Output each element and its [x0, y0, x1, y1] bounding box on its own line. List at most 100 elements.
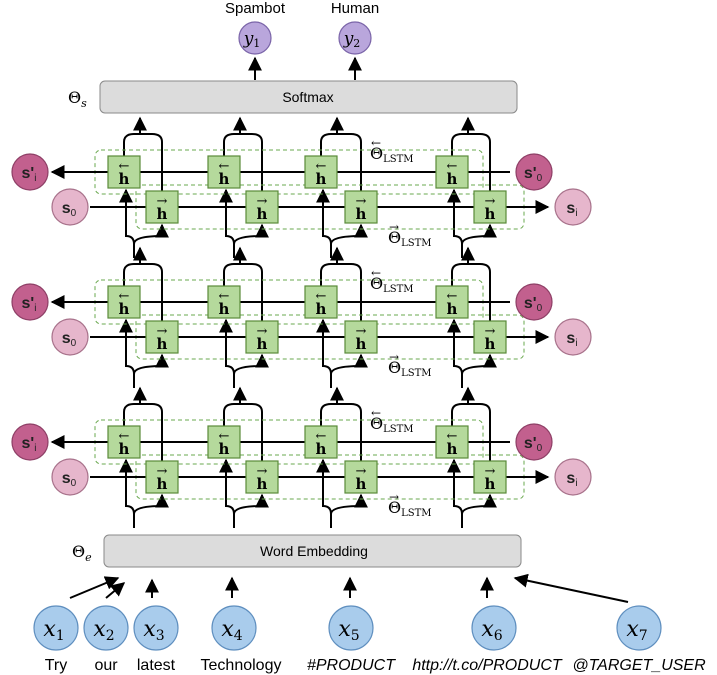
backward-lstm-cell: ←h — [207, 285, 241, 319]
cell-box — [245, 320, 279, 354]
cell-box — [207, 285, 241, 319]
input-tokens: x1Tryx2ourx3latestx4Technologyx5#PRODUCT… — [33, 573, 706, 674]
output-wire-backward — [223, 133, 238, 156]
input-circle — [328, 605, 374, 651]
backward-lstm-cell: ←h — [304, 155, 338, 189]
input-circle — [211, 605, 257, 651]
cell-arrow: → — [485, 324, 496, 339]
cell-arrow: ← — [447, 159, 458, 174]
output-wire-forward — [138, 403, 163, 461]
param-arrow: → — [389, 490, 399, 504]
output-node-spambot: Spambot y1 — [225, 0, 286, 55]
output-wire-forward — [466, 263, 491, 321]
state-label: si — [566, 330, 577, 349]
backward-lstm-cell: ←h — [435, 425, 469, 459]
cell-box — [435, 155, 469, 189]
backward-lstm-cell: ←h — [207, 155, 241, 189]
forward-lstm-cell: →h — [473, 320, 507, 354]
param-arrow: → — [389, 350, 399, 364]
input-wire-forward — [461, 493, 497, 515]
forward-lstm-cell: →h — [344, 320, 378, 354]
output-label: Spambot — [225, 0, 286, 17]
cell-symbol: h — [447, 300, 458, 318]
output-wire-backward — [223, 403, 238, 426]
cell-box — [473, 320, 507, 354]
cell-arrow: ← — [316, 429, 327, 444]
input-wire-backward — [219, 188, 235, 258]
param-arrow: → — [389, 220, 399, 234]
output-wire-backward — [451, 133, 466, 156]
input-arrow — [69, 576, 120, 599]
param-arrow: ← — [371, 266, 381, 280]
input-wire-forward — [330, 223, 368, 245]
cell-arrow: → — [257, 324, 268, 339]
output-wire-backward — [320, 263, 335, 286]
cell-arrow: ← — [219, 289, 230, 304]
output-wire-forward — [335, 263, 362, 321]
param-symbol: ΘLSTM — [388, 498, 432, 519]
state-label: s0 — [62, 200, 77, 219]
state-circle — [515, 283, 553, 321]
backward-lstm-cell: ←h — [304, 285, 338, 319]
cell-box — [207, 155, 241, 189]
input-token-7: x7@TARGET_USER — [513, 573, 706, 674]
input-wire-backward — [447, 188, 463, 258]
cell-box — [473, 190, 507, 224]
input-wire-forward — [461, 353, 497, 375]
embedding-bar — [103, 534, 522, 568]
state-circle — [515, 423, 553, 461]
state-label: s0 — [62, 330, 77, 349]
forward-lstm-params: →ΘLSTM — [388, 490, 432, 519]
state-label: s'i — [22, 435, 37, 454]
cell-symbol: h — [316, 300, 327, 318]
cell-box — [145, 460, 179, 494]
forward-output-state: si — [554, 458, 592, 496]
cell-arrow: ← — [219, 429, 230, 444]
param-symbol: ΘLSTM — [370, 144, 414, 165]
state-label: s'i — [22, 295, 37, 314]
backward-lstm-cell: ←h — [107, 285, 141, 319]
cell-symbol: h — [219, 170, 230, 188]
forward-lstm-cell: →h — [245, 460, 279, 494]
input-symbol: x2 — [93, 617, 114, 644]
state-circle — [554, 318, 592, 356]
cell-symbol: h — [485, 335, 496, 353]
softmax-layer: Θs Softmax — [68, 80, 518, 114]
state-label: s'0 — [524, 435, 543, 454]
state-label: si — [566, 200, 577, 219]
input-symbol: x5 — [338, 617, 359, 644]
cell-symbol: h — [157, 475, 168, 493]
output-wire-backward — [320, 403, 335, 426]
cell-box — [435, 425, 469, 459]
state-circle — [51, 188, 89, 226]
forward-lstm-cell: →h — [245, 190, 279, 224]
state-circle — [11, 153, 49, 191]
cell-box — [145, 320, 179, 354]
input-wire-forward — [233, 353, 269, 375]
input-circle — [616, 605, 662, 651]
backward-lstm-cell: ←h — [207, 425, 241, 459]
output-wire-forward — [238, 263, 263, 321]
cell-symbol: h — [447, 170, 458, 188]
input-wire-backward — [219, 318, 235, 388]
cell-arrow: ← — [316, 289, 327, 304]
forward-initial-state: s0 — [51, 458, 89, 496]
input-symbol: x3 — [143, 617, 164, 644]
output-wire-forward — [466, 403, 491, 461]
state-circle — [554, 458, 592, 496]
forward-lstm-cell: →h — [245, 320, 279, 354]
input-wire-forward — [330, 353, 368, 375]
param-symbol: ΘLSTM — [370, 274, 414, 295]
input-wire-backward — [119, 188, 135, 258]
input-wire-backward — [119, 458, 135, 528]
input-symbol: x7 — [626, 617, 647, 644]
output-circle — [338, 21, 372, 55]
state-label: s0 — [62, 470, 77, 489]
cell-symbol: h — [257, 335, 268, 353]
